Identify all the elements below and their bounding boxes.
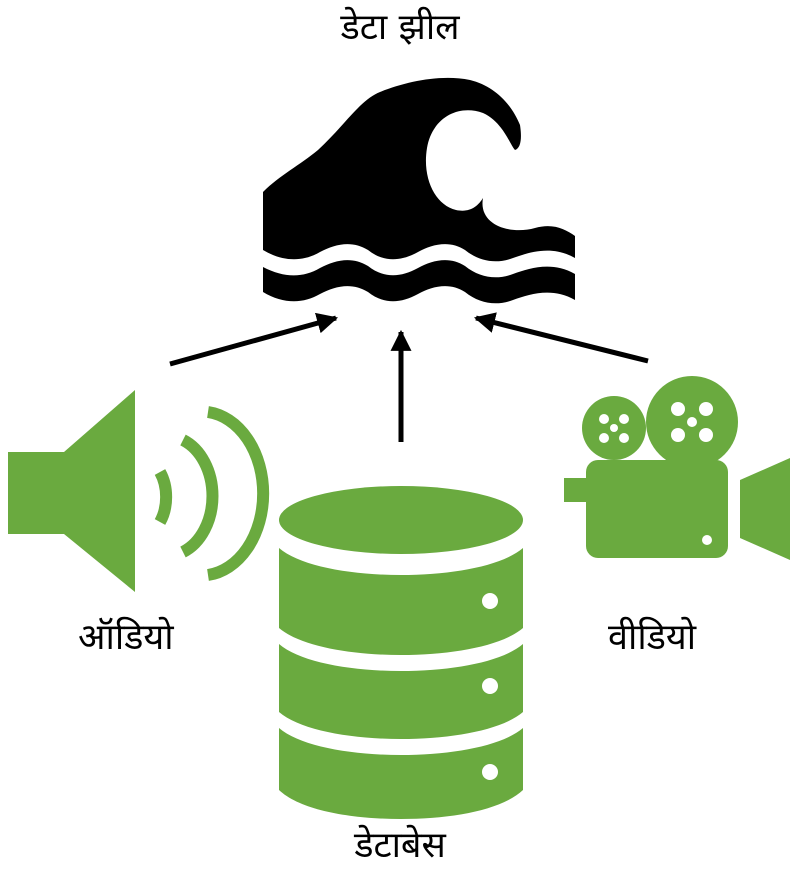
database-icon bbox=[279, 486, 523, 819]
arrow-video-to-lake bbox=[473, 312, 649, 364]
wave-icon bbox=[263, 77, 575, 304]
video-label: वीडियो bbox=[608, 617, 697, 658]
data-lake-title: डेटा झील bbox=[340, 7, 460, 48]
video-camera-icon bbox=[564, 376, 790, 560]
database-label: डेटाबेस bbox=[354, 825, 446, 866]
arrow-audio-to-lake bbox=[169, 312, 339, 367]
audio-label: ऑडियो bbox=[78, 617, 174, 658]
speaker-icon bbox=[8, 390, 270, 592]
